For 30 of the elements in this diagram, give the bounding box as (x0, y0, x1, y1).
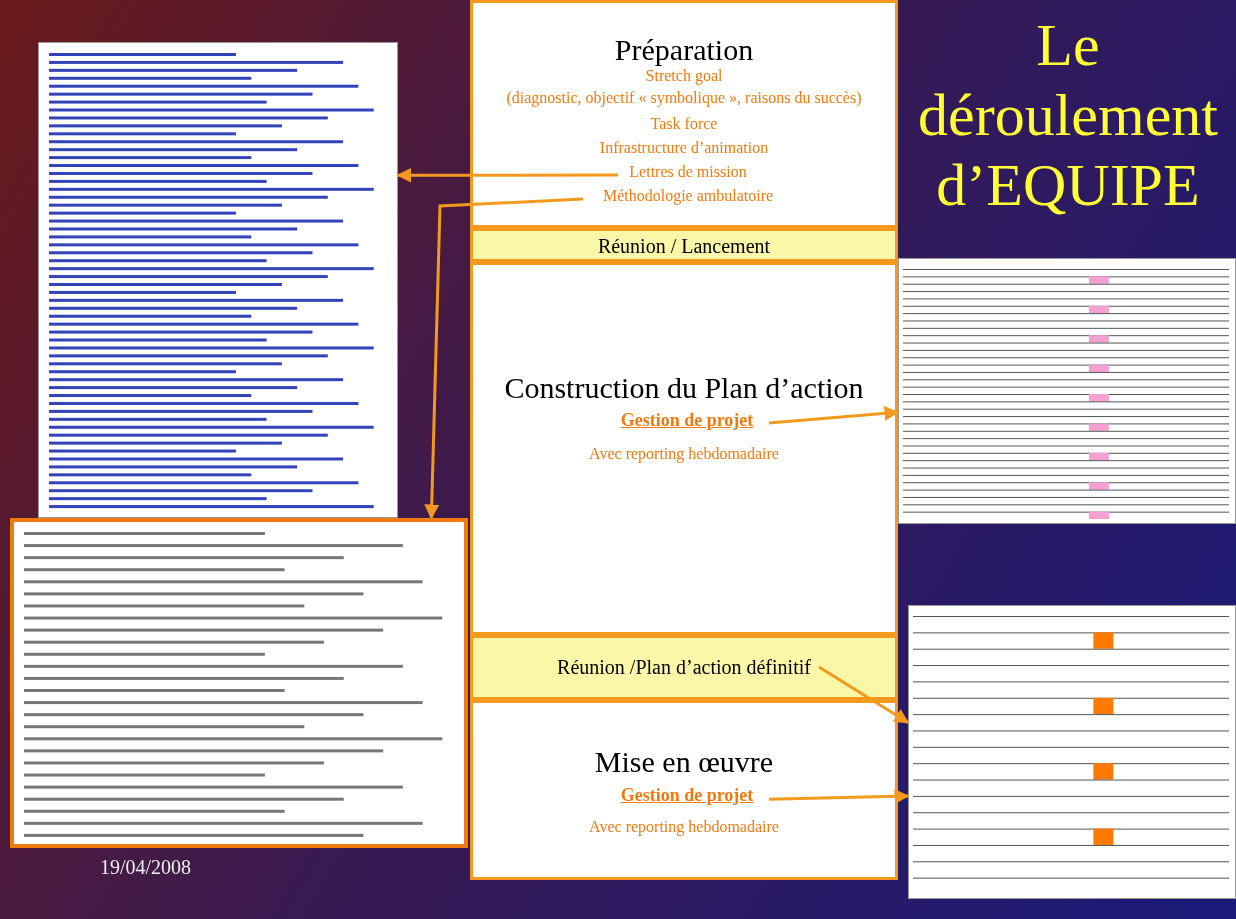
stage-item: Gestion de projet (619, 410, 755, 431)
table-thumbnail (908, 605, 1236, 899)
stage-panel (470, 700, 898, 880)
slide-title: Le déroulement d’EQUIPE (917, 11, 1219, 220)
stage-heading: Construction du Plan d’action (503, 371, 865, 405)
stage-item: Gestion de projet (619, 785, 755, 806)
meeting-band (470, 228, 898, 262)
stage-item: Avec reporting hebdomadaire (588, 445, 780, 463)
meeting-text: Réunion /Plan d’action définitif (556, 656, 812, 679)
stage-item: Stretch goal (644, 67, 724, 85)
stage-panel (470, 0, 898, 228)
stage-item: Méthodologie ambulatoire (601, 187, 775, 205)
stage-item: Task force (649, 115, 719, 133)
stage-item: Avec reporting hebdomadaire (588, 818, 780, 836)
stage-item: (diagnostic, objectif « symbolique », raisons du succès) (505, 89, 863, 107)
stage-item: Infrastructure d’animation (598, 139, 770, 157)
stage-heading: Préparation (613, 33, 755, 67)
meeting-text: Réunion / Lancement (596, 235, 772, 258)
stage-item: Lettres de mission (628, 163, 748, 181)
document-thumbnail (38, 42, 398, 518)
stage-heading: Mise en œuvre (593, 745, 775, 779)
table-thumbnail (898, 258, 1236, 524)
meeting-band (470, 635, 898, 700)
arrow (424, 197, 584, 520)
document-thumbnail (10, 518, 468, 848)
arrow (768, 788, 910, 804)
stage-panel (470, 262, 898, 635)
arrow (396, 167, 618, 183)
date-label: 19/04/2008 (100, 856, 192, 879)
arrow (818, 665, 910, 724)
